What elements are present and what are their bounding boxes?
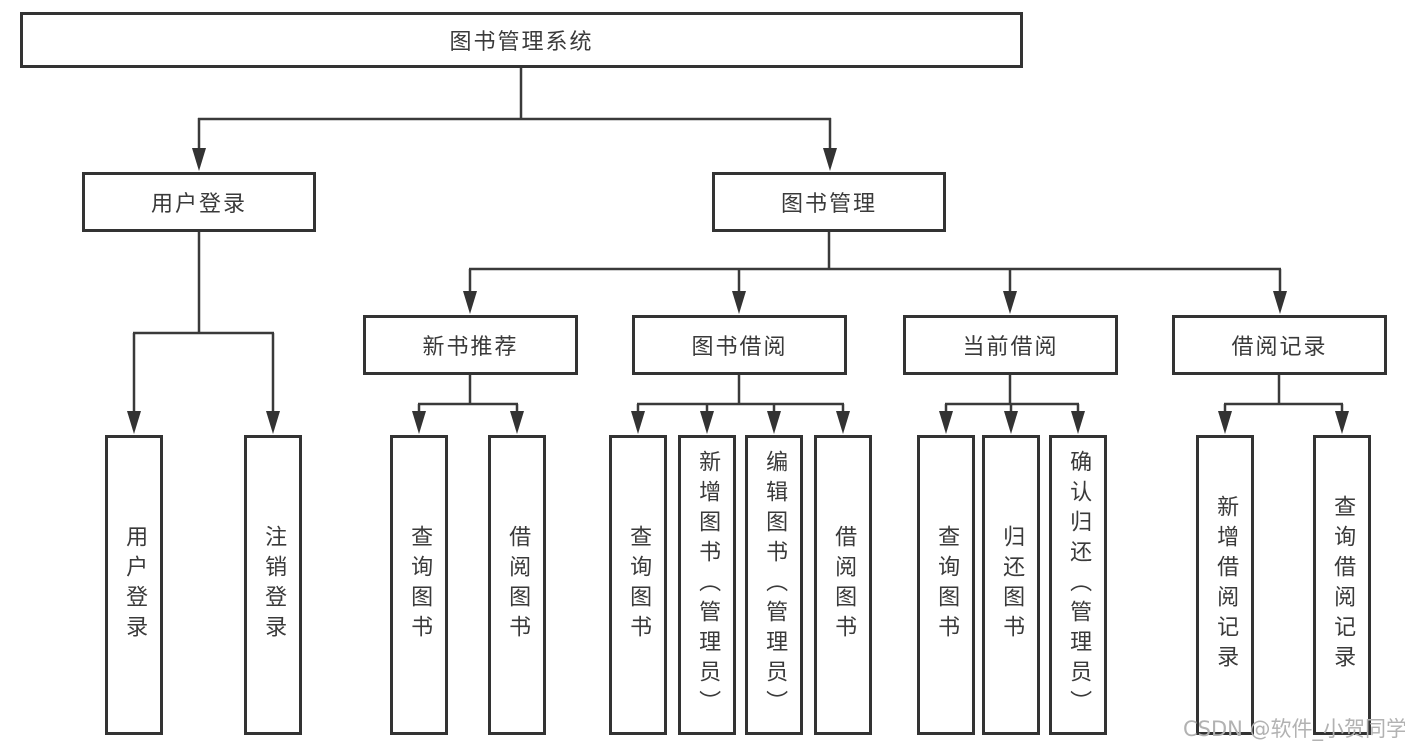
leaf-borrow-books-2: 借阅图书 [814,435,872,735]
arrow-icon [1273,291,1287,314]
arrow-icon [266,411,280,434]
arrow-icon [939,411,953,434]
leaf-query-books-1: 查询图书 [390,435,448,735]
csdn-watermark: CSDN @软件_小贺同学 [1183,717,1405,741]
arrow-icon [127,411,141,434]
node-user-login-label: 用户登录 [150,192,247,217]
leaf-logout: 注销登录 [244,435,302,735]
arrow-icon [631,411,645,434]
connector-root [197,68,832,150]
arrow-icon [732,291,746,314]
node-new-book-recommend: 新书推荐 [363,315,578,375]
leaf-query-borrow-record: 查询借阅记录 [1313,435,1371,735]
leaf-borrow-books-1-label: 借阅图书 [505,525,531,645]
connector-book-borrow [636,375,845,414]
leaf-query-books-2-label: 查询图书 [626,525,652,645]
arrow-icon [510,411,524,434]
leaf-borrow-books-1: 借阅图书 [488,435,546,735]
arrow-icon [836,411,850,434]
connector-book-mgmt [468,232,1282,294]
leaf-query-books-1-label: 查询图书 [407,525,433,645]
leaf-return-books: 归还图书 [982,435,1040,735]
leaf-return-books-label: 归还图书 [999,525,1025,645]
leaf-query-borrow-record-label: 查询借阅记录 [1330,495,1356,675]
leaf-add-borrow-record-label: 新增借阅记录 [1213,495,1239,675]
leaf-user-login-label: 用户登录 [122,525,148,645]
arrow-icon [1218,411,1232,434]
arrow-icon [412,411,426,434]
node-user-login: 用户登录 [82,172,316,232]
arrow-icon [1004,411,1018,434]
connector-current-borrow [944,375,1080,414]
leaf-logout-label: 注销登录 [261,525,287,645]
arrow-icon [1071,411,1085,434]
arrow-icon [463,291,477,314]
leaf-edit-books-admin-label: 编辑图书（管理员） [762,450,788,720]
leaf-add-books-admin-label: 新增图书（管理员） [695,450,721,720]
node-borrow-records-label: 借阅记录 [1231,335,1328,360]
node-current-borrow: 当前借阅 [903,315,1118,375]
connector-new-book [417,375,519,414]
node-new-book-recommend-label: 新书推荐 [422,335,519,360]
arrow-icon [1003,291,1017,314]
leaf-add-borrow-record: 新增借阅记录 [1196,435,1254,735]
leaf-query-books-3: 查询图书 [917,435,975,735]
leaf-query-books-3-label: 查询图书 [934,525,960,645]
leaf-query-books-2: 查询图书 [609,435,667,735]
leaf-confirm-return-admin-label: 确认归还（管理员） [1066,450,1092,720]
arrow-icon [1335,411,1349,434]
node-book-management: 图书管理 [712,172,946,232]
arrow-icon [192,148,206,171]
node-library-system: 图书管理系统 [20,12,1023,68]
node-library-system-label: 图书管理系统 [449,30,594,55]
arrow-icon [823,148,837,171]
node-current-borrow-label: 当前借阅 [962,335,1059,360]
connector-user-login [132,232,275,414]
leaf-user-login: 用户登录 [105,435,163,735]
node-borrow-records: 借阅记录 [1172,315,1387,375]
arrow-icon [767,411,781,434]
leaf-confirm-return-admin: 确认归还（管理员） [1049,435,1107,735]
node-book-borrow: 图书借阅 [632,315,847,375]
leaf-borrow-books-2-label: 借阅图书 [831,525,857,645]
leaf-edit-books-admin: 编辑图书（管理员） [745,435,803,735]
node-book-management-label: 图书管理 [780,192,877,217]
leaf-add-books-admin: 新增图书（管理员） [678,435,736,735]
connector-borrow-records [1223,375,1344,414]
node-book-borrow-label: 图书借阅 [691,335,788,360]
arrow-icon [700,411,714,434]
